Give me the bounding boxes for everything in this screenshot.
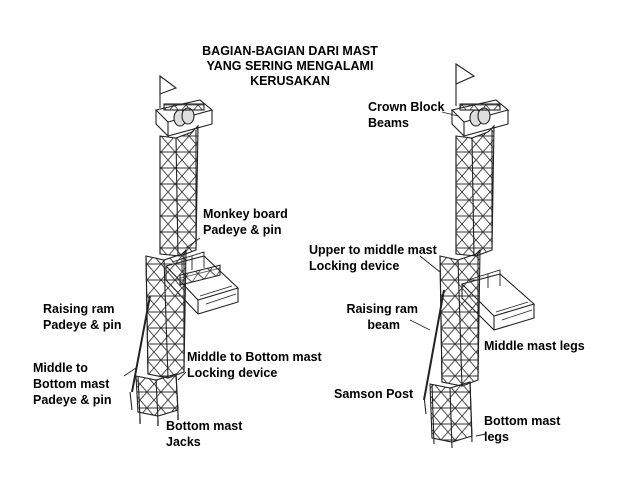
label-bottom-jacks-line1: Bottom mast — [166, 419, 243, 433]
label-raising-ram-beam: Raising ram beam — [336, 301, 418, 333]
label-samson-post: Samson Post — [334, 386, 413, 402]
label-utm-line1: Upper to middle mast — [309, 243, 437, 257]
title-line-2: YANG SERING MENGALAMI — [206, 59, 374, 73]
left-gin-pole — [159, 74, 178, 108]
label-monkey-board-line2: Padeye & pin — [203, 223, 282, 237]
label-mtb-padeye-line2: Bottom mast — [33, 377, 110, 391]
right-gin-pole — [455, 62, 476, 106]
title-line-3: KERUSAKAN — [250, 74, 330, 88]
right-bottom-mast — [423, 381, 473, 449]
right-upper-mast — [455, 124, 495, 257]
right-crown-platform — [450, 99, 510, 137]
label-bottom-legs-line2: legs — [484, 430, 510, 444]
left-crown-platform — [154, 99, 214, 137]
label-crown-block-line1: Crown Block — [368, 100, 445, 114]
right-raising-ram — [423, 289, 445, 401]
left-middle-mast — [145, 248, 187, 379]
left-bottom-mast — [129, 373, 179, 421]
label-middle-to-bottom-locking: Middle to Bottom mast Locking device — [187, 349, 322, 381]
label-crown-block-line2: Beams — [368, 116, 409, 130]
left-mast — [123, 74, 240, 426]
label-middle-legs-line1: Middle mast legs — [484, 339, 585, 353]
label-monkey-board-line1: Monkey board — [203, 207, 288, 221]
left-upper-mast — [159, 124, 199, 257]
label-middle-mast-legs: Middle mast legs — [484, 338, 585, 354]
label-bottom-legs-line1: Bottom mast — [484, 414, 561, 428]
label-raising-ram-line2: Padeye & pin — [43, 318, 122, 332]
label-raising-ram-line1: Raising ram — [43, 302, 115, 316]
label-mtb-locking-line2: Locking device — [187, 366, 278, 380]
right-leader-lines — [409, 111, 487, 437]
label-upper-to-middle-locking: Upper to middle mast Locking device — [309, 242, 437, 274]
label-ram-beam-line1: Raising ram — [346, 302, 418, 316]
right-middle-mast — [439, 248, 481, 387]
label-bottom-jacks-line2: Jacks — [166, 435, 201, 449]
label-samson-post-line1: Samson Post — [334, 387, 414, 401]
title-line-1: BAGIAN-BAGIAN DARI MAST — [202, 44, 378, 58]
label-bottom-mast-jacks: Bottom mast Jacks — [166, 418, 242, 450]
label-bottom-mast-legs: Bottom mast legs — [484, 413, 560, 445]
label-utm-line2: Locking device — [309, 259, 400, 273]
label-mtb-padeye-line3: Padeye & pin — [33, 393, 112, 407]
right-mast — [409, 62, 536, 449]
label-mtb-locking-line1: Middle to Bottom mast — [187, 350, 322, 364]
label-crown-block-beams: Crown Block Beams — [368, 99, 444, 131]
label-monkey-board: Monkey board Padeye & pin — [203, 206, 288, 238]
label-middle-to-bottom-padeye: Middle to Bottom mast Padeye & pin — [33, 360, 112, 408]
label-mtb-padeye-line1: Middle to — [33, 361, 88, 375]
left-leader-lines — [123, 237, 201, 381]
label-ram-beam-line2: beam — [367, 318, 400, 332]
left-jacks — [139, 414, 179, 426]
diagram-title: BAGIAN-BAGIAN DARI MAST YANG SERING MENG… — [190, 44, 390, 89]
left-raising-ram — [131, 295, 151, 393]
label-raising-ram-padeye: Raising ram Padeye & pin — [43, 301, 122, 333]
